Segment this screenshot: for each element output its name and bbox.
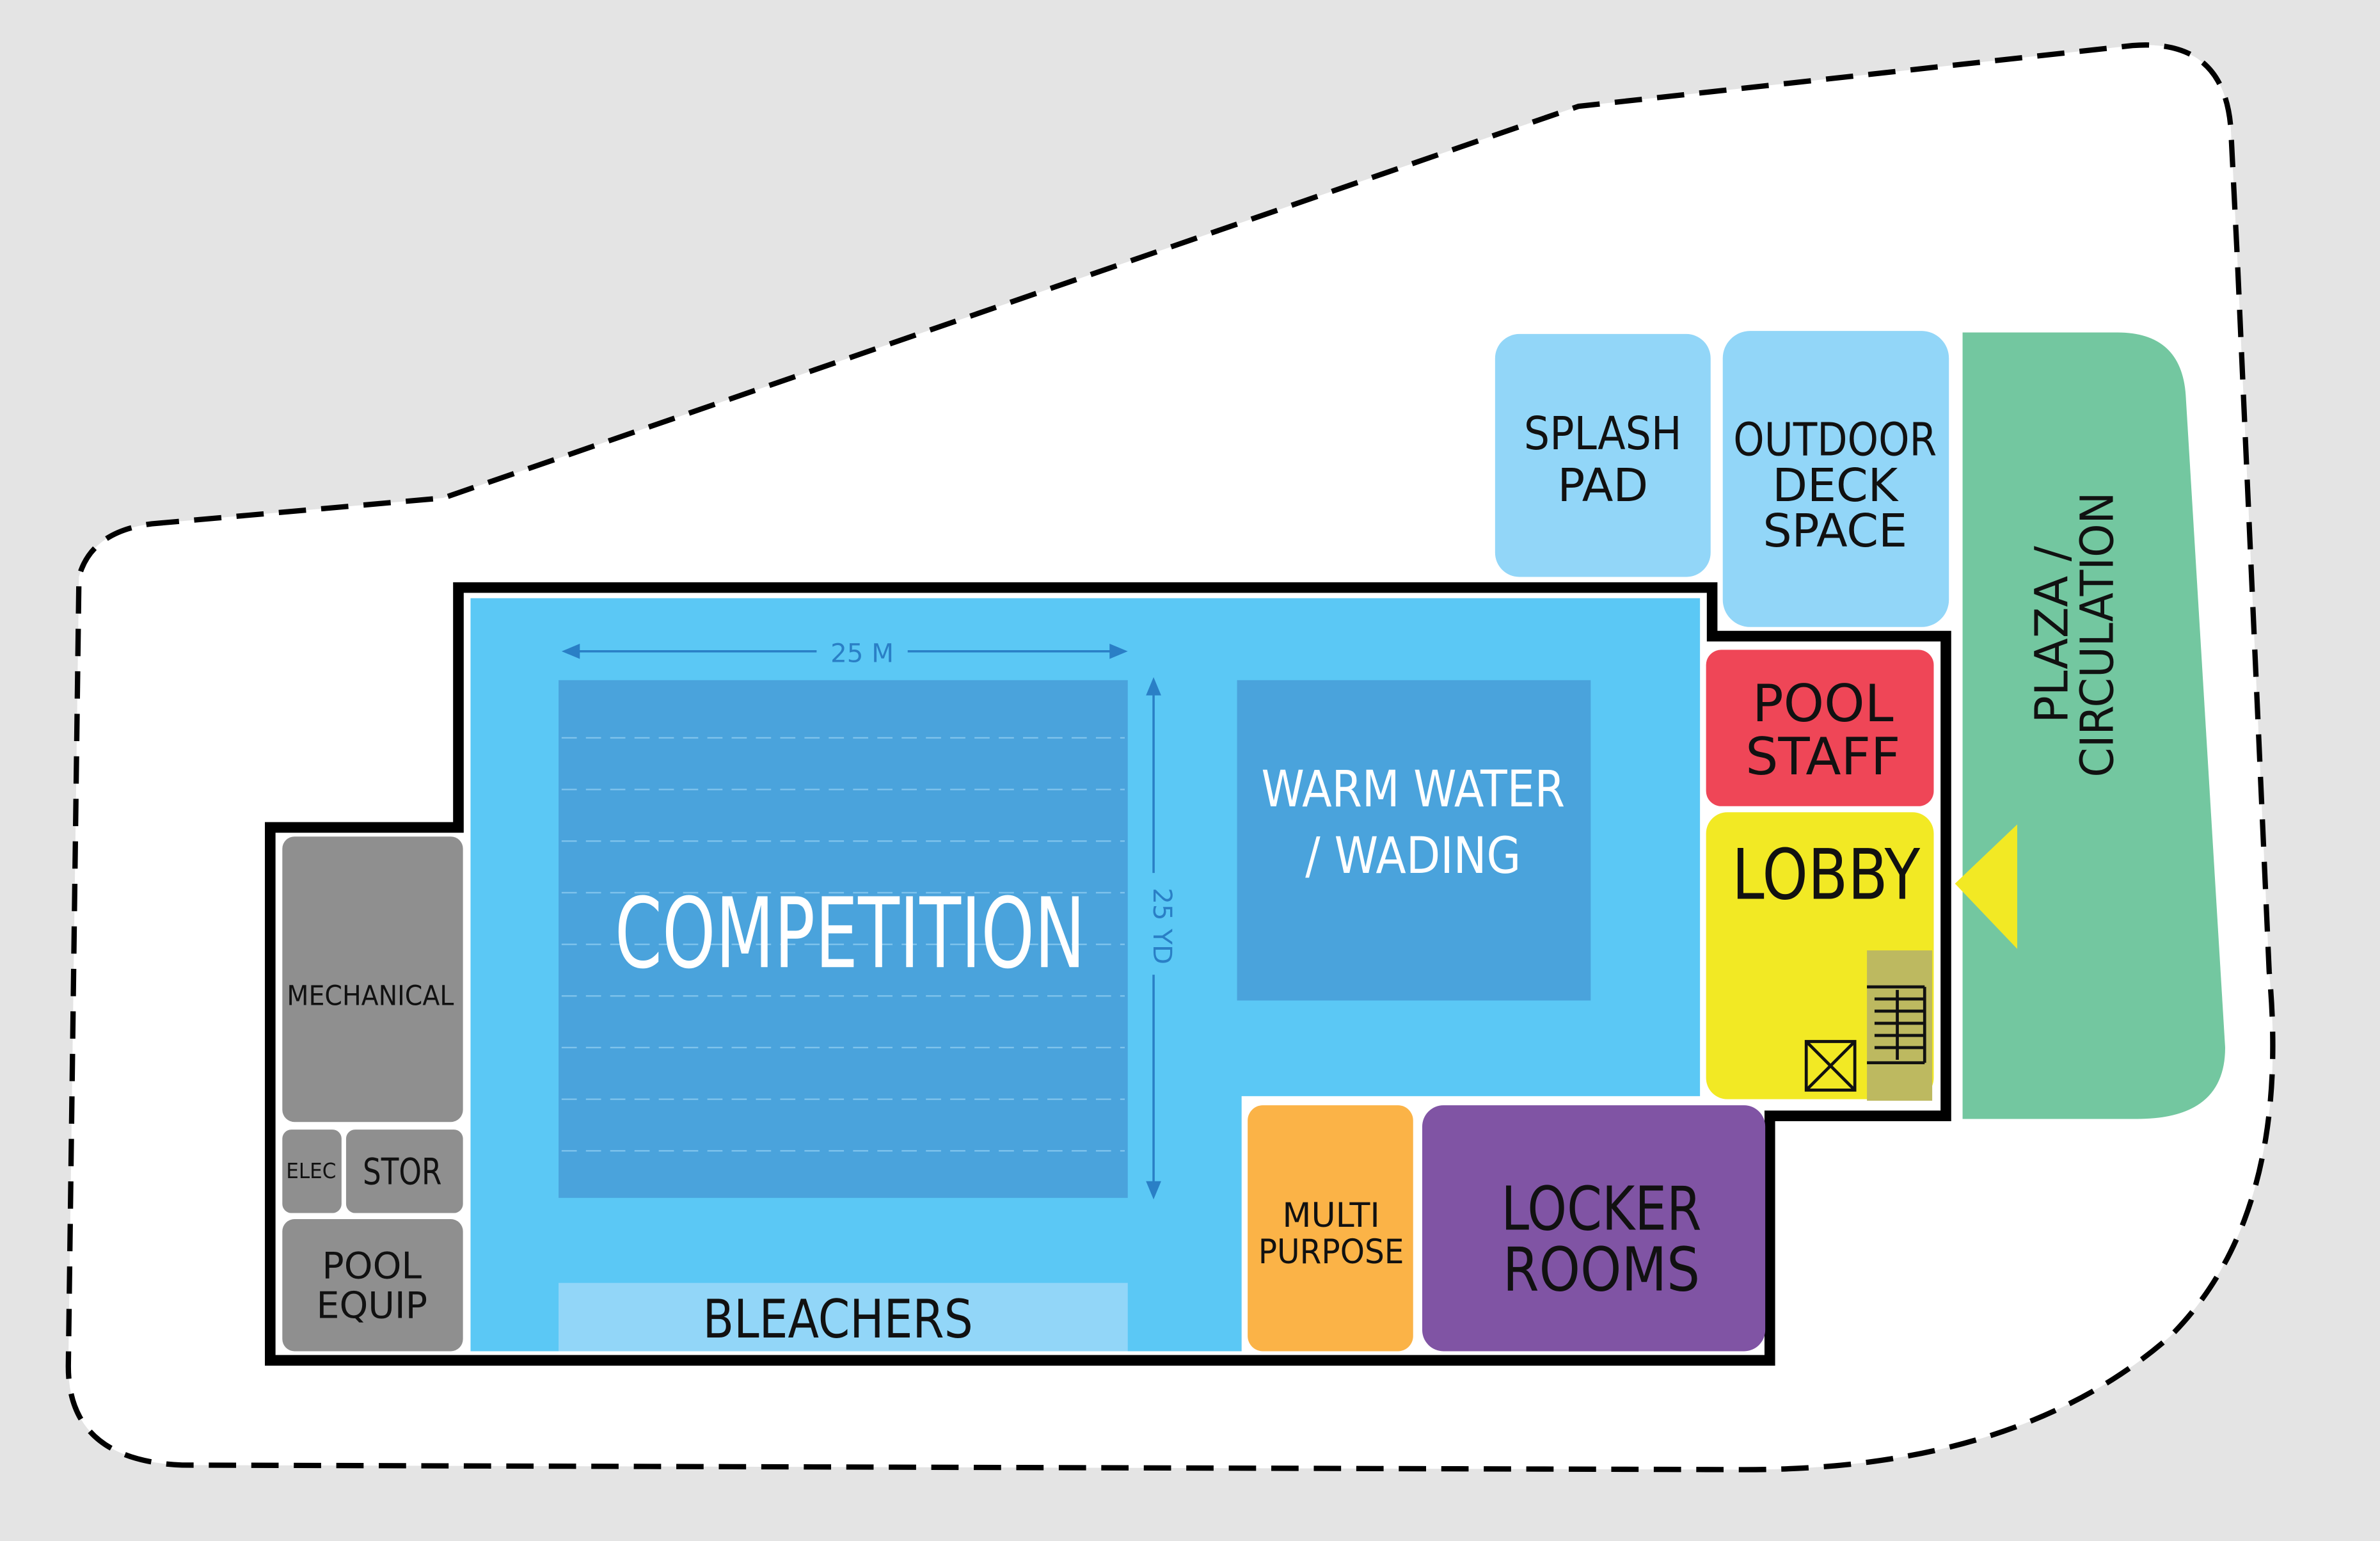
- dimension-25m: [561, 643, 1128, 659]
- lobby-label: LOBBY: [1732, 834, 1920, 915]
- elec-room: [282, 1130, 342, 1213]
- bleachers-label: BLEACHERS: [702, 1288, 972, 1350]
- pool-staff-label-line1: POOL: [1752, 674, 1894, 734]
- stair-icon: [1867, 950, 1933, 1101]
- splash-pad: [1495, 333, 1711, 577]
- mechanical-room: [282, 836, 463, 1122]
- plaza-label-line1: PLAZA /: [2025, 546, 2078, 723]
- multi-purpose-room: [1248, 1105, 1413, 1352]
- storage-room: [345, 1130, 463, 1213]
- outdoor-deck-label-line2: DECK: [1772, 459, 1899, 512]
- dimension-25yd-label: 25 YD: [1147, 888, 1177, 964]
- warm-water-label-line1: WARM WATER: [1262, 760, 1565, 818]
- outdoor-deck-label-line1: OUTDOOR: [1733, 413, 1937, 467]
- multi-purpose-label-line1: MULTI: [1282, 1197, 1379, 1235]
- elevator-icon: [1804, 1040, 1857, 1092]
- multi-purpose-label-line2: PURPOSE: [1258, 1233, 1404, 1272]
- competition-pool: [559, 680, 1128, 1198]
- plaza-circulation: [1962, 332, 2225, 1119]
- warm-water-pool: [1237, 680, 1591, 1001]
- locker-rooms: [1422, 1105, 1766, 1352]
- bleachers: [559, 1282, 1128, 1352]
- entrance-arrow-icon: [1955, 824, 2017, 949]
- locker-rooms-label-line2: ROOMS: [1503, 1235, 1700, 1305]
- dimension-25yd: [1146, 677, 1161, 1200]
- elec-label: ELEC: [286, 1158, 336, 1183]
- pool-equip-room: [282, 1219, 463, 1352]
- pool-equip-label-line2: EQUIP: [316, 1284, 427, 1327]
- splash-pad-label-line2: PAD: [1557, 459, 1648, 512]
- plaza-label: PLAZA / CIRCULATION: [2025, 492, 2123, 778]
- pool-staff-label-line2: STAFF: [1745, 727, 1900, 787]
- pool-staff-room: [1706, 650, 1934, 806]
- outdoor-deck-space: [1722, 331, 1949, 627]
- outdoor-deck-label-line3: SPACE: [1763, 504, 1907, 557]
- competition-label: COMPETITION: [615, 877, 1085, 990]
- pool-equip-label-line1: POOL: [322, 1245, 422, 1288]
- dimension-25m-label: 25 M: [830, 638, 894, 668]
- locker-rooms-label-line1: LOCKER: [1501, 1174, 1701, 1245]
- mechanical-label: MECHANICAL: [287, 980, 454, 1012]
- splash-pad-label-line1: SPLASH: [1524, 407, 1682, 460]
- lane-lines: [561, 737, 1125, 1152]
- plaza-label-line2: CIRCULATION: [2070, 492, 2123, 778]
- warm-water-label-line2: / WADING: [1305, 827, 1521, 885]
- stor-label: STOR: [363, 1151, 441, 1193]
